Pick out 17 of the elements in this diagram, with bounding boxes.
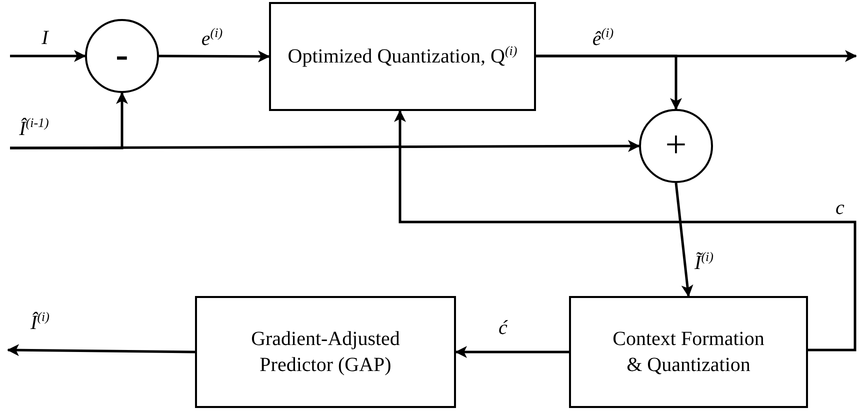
arrow	[10, 92, 128, 150]
block-label: Optimized Quantization, Q$^{(i)}$	[286, 43, 518, 70]
arrow	[7, 344, 196, 356]
block-label: Gradient-Adjusted Predictor (GAP)	[250, 327, 401, 378]
process-box	[195, 296, 456, 408]
arrow	[159, 50, 270, 62]
block-label: Context Formation & Quantization	[612, 327, 766, 378]
arrow	[674, 182, 694, 297]
operator-symbol: +	[664, 123, 688, 168]
arrow	[10, 140, 640, 152]
arrow	[10, 50, 86, 62]
arrow	[394, 110, 856, 352]
process-box	[269, 2, 536, 111]
arrow	[536, 54, 682, 110]
operator-symbol: -	[114, 33, 130, 78]
process-box	[569, 296, 808, 408]
arrow	[455, 346, 569, 358]
